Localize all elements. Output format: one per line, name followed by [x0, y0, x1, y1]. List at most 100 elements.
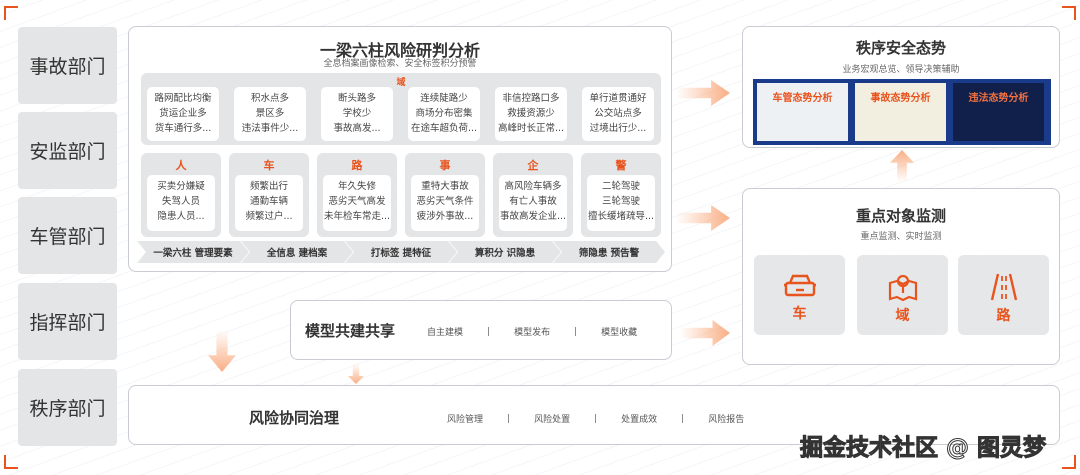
car-icon	[783, 274, 816, 297]
pillar-card: 频繁出行通勤车辆频繁过户...	[235, 175, 303, 231]
model-item[interactable]: 模型发布	[514, 328, 551, 338]
card-line: 货车通行多...	[154, 123, 212, 134]
tile-vehicle[interactable]: 车	[754, 255, 845, 335]
road-icon	[990, 273, 1017, 301]
pillar-3: 事重特大事故恶劣天气条件疲涉外事故...	[405, 153, 485, 237]
model-title: 模型共建共享	[305, 322, 396, 340]
card-line: 疲涉外事故...	[416, 211, 474, 222]
panel-subtitle: 全息档案画像检索、安全标签积分预警	[323, 59, 477, 69]
corner-bracket	[1062, 6, 1076, 20]
corner-bracket	[4, 455, 18, 469]
card-line: 非信控路口多	[502, 93, 560, 104]
domain-card: 非信控路口多救援资源少高峰时长正常...	[495, 87, 567, 141]
tile-domain[interactable]: 域	[857, 255, 948, 335]
governance-item[interactable]: 风险处置	[534, 415, 571, 425]
pillar-5: 警二轮驾驶三轮驾驶擅长缓堵疏导...	[581, 153, 661, 237]
model-item[interactable]: 模型收藏	[601, 328, 638, 338]
pillar-2: 路年久失修恶劣天气高发未年检车常走...	[317, 153, 397, 237]
tile-label: 路	[996, 308, 1011, 324]
dept-command: 指挥部门	[18, 283, 117, 360]
corner-bracket	[1062, 455, 1076, 469]
situation-panel: 秩序安全态势 业务宏观总览、领导决策辅助 车管态势分析 事故态势分析 违法态势分…	[742, 26, 1060, 148]
pillar-card: 年久失修恶劣天气高发未年检车常走...	[323, 175, 391, 231]
process-step: 全信息 建档案	[241, 241, 353, 263]
thumbnail-vehicle[interactable]: 车管态势分析	[755, 81, 850, 143]
dept-order: 秩序部门	[18, 369, 117, 446]
model-item[interactable]: 自主建模	[427, 328, 464, 338]
process-step: 打标签 提特征	[345, 241, 457, 263]
card-line: 事故高发企业...	[499, 211, 567, 222]
governance-panel: 风险协同治理 风险管理| 风险处置| 处置成效| 风险报告	[128, 385, 1060, 445]
pillar-label: 企	[527, 159, 539, 172]
card-line: 有亡人事故	[509, 196, 557, 207]
dept-vehicle: 车管部门	[18, 197, 117, 274]
thumbnail-accident[interactable]: 事故态势分析	[853, 81, 948, 143]
governance-title: 风险协同治理	[249, 409, 340, 427]
card-line: 未年检车常走...	[323, 211, 391, 222]
thumbnail-violation[interactable]: 违法态势分析	[951, 81, 1046, 143]
pillar-0: 人买卖分嫌疑失驾人员隐患人员...	[141, 153, 221, 237]
pillar-label: 车	[263, 159, 275, 172]
tile-road[interactable]: 路	[958, 255, 1049, 335]
monitor-subtitle: 重点监测、实时监测	[860, 232, 942, 242]
pillar-card: 重特大事故恶劣天气条件疲涉外事故...	[411, 175, 479, 231]
card-line: 断头路多	[337, 93, 376, 104]
domain-card: 路网配比均衡货运企业多货车通行多...	[147, 87, 219, 141]
card-line: 年久失修	[337, 181, 376, 192]
domain-group: 域	[141, 73, 661, 145]
pillar-label: 路	[351, 159, 363, 172]
card-line: 频繁出行	[249, 181, 288, 192]
risk-analysis-panel: 一梁六柱风险研判分析 全息档案画像检索、安全标签积分预警 域 路网配比均衡货运企…	[128, 26, 672, 272]
pillar-card: 二轮驾驶三轮驾驶擅长缓堵疏导...	[587, 175, 655, 231]
pillar-label: 人	[175, 159, 187, 172]
card-line: 过境出行少...	[589, 123, 647, 134]
domain-card: 单行道贯通好公交站点多过境出行少...	[582, 87, 654, 141]
tile-label: 车	[792, 306, 807, 322]
domain-card: 积水点多景区多违法事件少...	[234, 87, 306, 141]
watermark: 掘金技术社区 @ 图灵梦	[799, 435, 1047, 462]
process-step: 一梁六柱 管理要素	[137, 241, 249, 263]
process-step: 筛隐患 预告警	[553, 241, 665, 263]
card-line: 频繁过户...	[245, 211, 293, 222]
governance-item[interactable]: 处置成效	[621, 415, 658, 425]
process-step: 算积分 识隐患	[449, 241, 561, 263]
card-line: 买卖分嫌疑	[157, 181, 205, 192]
governance-items: 风险管理| 风险处置| 处置成效| 风险报告	[447, 413, 745, 426]
card-line: 救援资源少	[507, 108, 555, 119]
card-line: 商场分布密集	[415, 108, 473, 119]
card-line: 三轮驾驶	[601, 196, 640, 207]
model-sharing-panel: 模型共建共享 自主建模| 模型发布| 模型收藏	[290, 300, 672, 360]
domain-card: 连续陡路少商场分布密集在途车超负荷...	[408, 87, 480, 141]
card-line: 学校少	[342, 108, 372, 119]
card-line: 公交站点多	[594, 108, 642, 119]
card-line: 通勤车辆	[249, 196, 288, 207]
card-line: 重特大事故	[421, 181, 469, 192]
governance-item[interactable]: 风险管理	[447, 415, 484, 425]
governance-item[interactable]: 风险报告	[708, 415, 745, 425]
domain-label: 域	[396, 78, 406, 88]
card-line: 在途车超负荷...	[410, 123, 478, 134]
card-line: 高峰时长正常...	[497, 123, 565, 134]
card-line: 高风险车辆多	[504, 181, 562, 192]
card-line: 违法事件少...	[241, 123, 299, 134]
situation-title: 秩序安全态势	[855, 39, 946, 57]
card-line: 单行道贯通好	[589, 93, 647, 104]
card-line: 失驾人员	[161, 196, 200, 207]
panel-title: 一梁六柱风险研判分析	[319, 41, 480, 60]
card-line: 货运企业多	[159, 108, 207, 119]
dept-accident: 事故部门	[18, 27, 117, 104]
pillar-1: 车频繁出行通勤车辆频繁过户...	[229, 153, 309, 237]
card-line: 路网配比均衡	[154, 93, 212, 104]
pillar-label: 警	[615, 159, 627, 172]
pillar-4: 企高风险车辆多有亡人事故事故高发企业...	[493, 153, 573, 237]
card-line: 积水点多	[250, 93, 289, 104]
card-line: 二轮驾驶	[601, 181, 640, 192]
card-line: 连续陡路少	[420, 93, 468, 104]
domain-card: 断头路多学校少事故高发...	[321, 87, 393, 141]
model-items: 自主建模| 模型发布| 模型收藏	[427, 326, 638, 339]
card-line: 擅长缓堵疏导...	[587, 211, 655, 222]
tile-label: 域	[895, 308, 910, 324]
card-line: 恶劣天气高发	[328, 196, 386, 207]
dept-safety: 安监部门	[18, 112, 117, 189]
pillar-card: 高风险车辆多有亡人事故事故高发企业...	[499, 175, 567, 231]
